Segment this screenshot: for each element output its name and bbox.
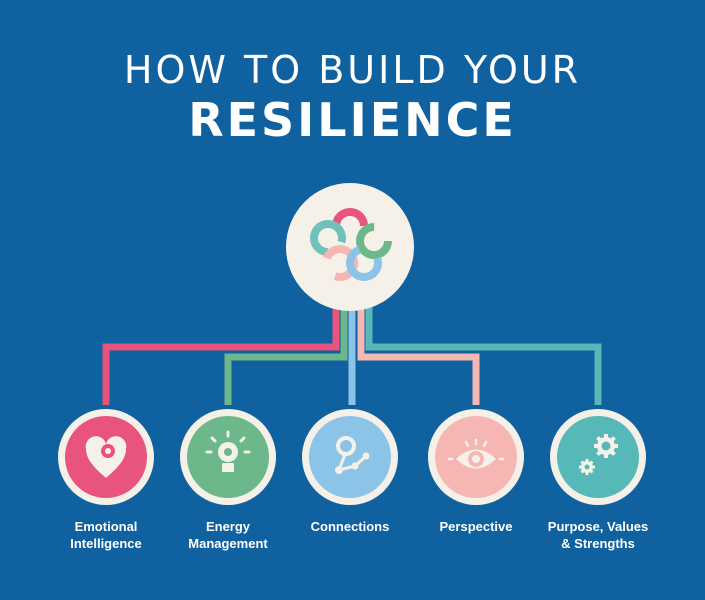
node-energy-management: [180, 409, 276, 505]
node-emotional-intelligence: [58, 409, 154, 505]
interlocking-rings-icon: [310, 208, 392, 281]
label-connections: Connections: [310, 519, 390, 534]
label-emotional-intelligence: Emotional Intelligence: [70, 519, 142, 551]
title-line-2: RESILIENCE: [188, 93, 517, 147]
node-perspective: [428, 409, 524, 505]
eye-icon: [447, 438, 505, 469]
connector-lines: [102, 305, 602, 405]
label-perspective: Perspective: [439, 519, 513, 534]
label-energy-management: Energy Management: [188, 519, 268, 551]
node-purpose-values-strengths: [550, 409, 646, 505]
gears-icon: [579, 434, 618, 475]
connector-perspective: [357, 305, 480, 405]
label-purpose-values-strengths: Purpose, Values & Strengths: [547, 519, 649, 551]
hub: [286, 183, 414, 311]
connector-emotional-intelligence: [102, 305, 340, 405]
network-icon: [335, 436, 370, 474]
node-connections: [302, 409, 398, 505]
lightbulb-icon: [205, 430, 251, 472]
connector-purpose: [365, 305, 602, 405]
heart-icon: [85, 436, 127, 478]
connector-energy-management: [224, 305, 348, 405]
title-line-1: HOW TO BUILD YOUR: [123, 48, 582, 92]
